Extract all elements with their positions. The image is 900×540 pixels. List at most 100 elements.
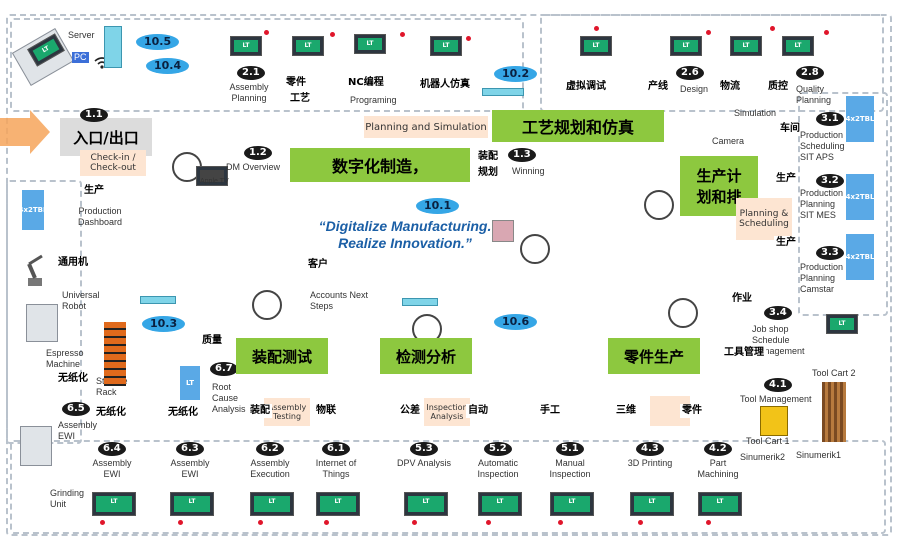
station-6-2-label: Assembly Execution [250, 458, 290, 479]
production-planning-camstar-label: Production Planning Camstar [800, 262, 844, 294]
marker-dot [330, 32, 335, 37]
top-room-right [540, 14, 884, 112]
winning-label: Winning [512, 166, 545, 176]
station-2-3-cn: NC编程 [346, 76, 386, 90]
round-table-6 [644, 190, 674, 220]
monitor-2-7: LT [730, 36, 762, 56]
sinumerik1-label: Sinumerik1 [796, 450, 842, 460]
station-5-3-monitor: LT [404, 492, 448, 516]
station-5-2-label: Automatic Inspection [477, 458, 519, 479]
production-dashboard-sign: 4x2TBL [19, 190, 47, 230]
server-label: Server [68, 30, 95, 40]
station-3-4-num: 3.4 [764, 306, 792, 320]
station-2-6-cn: 产线 [646, 80, 670, 94]
station-3-3-num: 3.3 [816, 246, 844, 260]
cn-5-3: 公差 [398, 404, 422, 418]
monitor-2-6: LT [670, 36, 702, 56]
universal-robot-label: Universal Robot [62, 290, 100, 311]
marker-dot [258, 520, 263, 525]
job-shop-label: Job shop Schedule Management [752, 324, 805, 356]
job-shop-monitor: LT [826, 314, 858, 334]
station-4-3-monitor: LT [630, 492, 674, 516]
station-2-7-cn: 物流 [718, 80, 742, 94]
cn-5-2: 自动 [466, 404, 490, 418]
station-5-2-num: 5.2 [484, 442, 512, 456]
station-6-3-num: 6.3 [176, 442, 204, 456]
station-6-1-label: Internet of Things [315, 458, 357, 479]
assembly-planning-cn2: 规划 [476, 166, 500, 180]
production-planning-mes-label: Production Planning SIT MES [800, 188, 844, 220]
checkin-box: Check-in / Check-out [80, 150, 146, 176]
marker-dot [594, 26, 599, 31]
zone-entrance: 入口/出口 [60, 118, 152, 156]
quality-cn: 质量 [200, 334, 224, 348]
marker-dot [264, 30, 269, 35]
station-6-7-num: 6.7 [210, 362, 238, 376]
universal-robot-cn: 通用机 [56, 256, 90, 270]
assembly-planning-cn1: 装配 [476, 150, 500, 164]
station-1-3-num: 1.3 [508, 148, 536, 162]
marker-10-4: 10.4 [146, 58, 190, 74]
marker-10-6: 10.6 [494, 314, 538, 330]
station-4-2-num: 4.2 [704, 442, 732, 456]
server-rack [104, 26, 122, 68]
cn-4-3: 三维 [614, 404, 638, 418]
station-5-2-monitor: LT [478, 492, 522, 516]
monitor-2-4: LT [430, 36, 462, 56]
station-6-4-monitor: LT [92, 492, 136, 516]
round-table-3 [252, 290, 282, 320]
station-2-2-cn2: 工艺 [288, 92, 312, 106]
cn-6-1: 物联 [314, 404, 338, 418]
zone-assembly-test: 装配测试 [236, 338, 328, 374]
planning-scheduling-box: Planning & Scheduling [736, 198, 792, 240]
bottom-room [10, 440, 886, 534]
station-4-3-label: 3D Printing [627, 458, 673, 468]
station-6-4-num: 6.4 [98, 442, 126, 456]
station-1-2-num: 1.2 [244, 146, 272, 160]
zone-digital-mfg: 数字化制造， [290, 148, 470, 182]
accounts-label: Accounts Next Steps [310, 290, 369, 311]
station-2-8-label: Quality Planning [796, 84, 832, 105]
monitor-2-3: LT [354, 34, 386, 54]
station-6-3-label: Assembly EWI [170, 458, 210, 479]
station-4-1-num: 4.1 [764, 378, 792, 392]
zone-parts-production: 零件生产 [608, 338, 700, 374]
simulation-label: Simulation [734, 108, 777, 118]
sign-3-1: 4x2TBL [846, 96, 874, 142]
marker-10-5: 10.5 [136, 34, 180, 50]
top-room-left [10, 18, 524, 112]
marker-dot [178, 520, 183, 525]
station-5-3-num: 5.3 [410, 442, 438, 456]
tool-management-label: Tool Management [740, 394, 812, 404]
station-2-6-label: Design [680, 84, 709, 94]
station-6-2-monitor: LT [250, 492, 294, 516]
slogan: “Digitalize Manufacturing.Realize Innova… [318, 218, 492, 251]
marker-dot [412, 520, 417, 525]
marker-dot [770, 26, 775, 31]
production-dashboard-label: Production Dashboard [77, 206, 123, 227]
storage-rack [104, 322, 126, 386]
station-2-5-cn: 虚拟调试 [564, 80, 608, 94]
espresso-machine [26, 304, 58, 342]
dm-overview-label: DM Overview [226, 162, 281, 172]
workshop-cn: 车间 [778, 122, 802, 136]
station-6-1-monitor: LT [316, 492, 360, 516]
root-cause-sign: LT [180, 366, 200, 400]
monitor-2-1: LT [230, 36, 262, 56]
root-cause-label: Root Cause Analysis [212, 382, 246, 414]
sign-3-2: 4x2TBL [846, 174, 874, 220]
inspection-analysis-banner: Inspection Analysis [424, 398, 470, 426]
divider-center [140, 296, 176, 304]
pc-label: PC [72, 52, 89, 63]
job-cn: 作业 [730, 292, 754, 306]
station-4-2-label: Part Machining [697, 458, 739, 479]
apple-tv-label: Apple TV [200, 178, 229, 185]
production-scheduling-label: Production Scheduling SIT APS [800, 130, 845, 162]
monitor-2-8: LT [782, 36, 814, 56]
planning-simulation-banner: Planning and Simulation [364, 116, 488, 138]
marker-dot [324, 520, 329, 525]
camera-label: Camera [712, 136, 745, 146]
station-3-1-num: 3.1 [816, 112, 844, 126]
round-table-2 [520, 234, 550, 264]
